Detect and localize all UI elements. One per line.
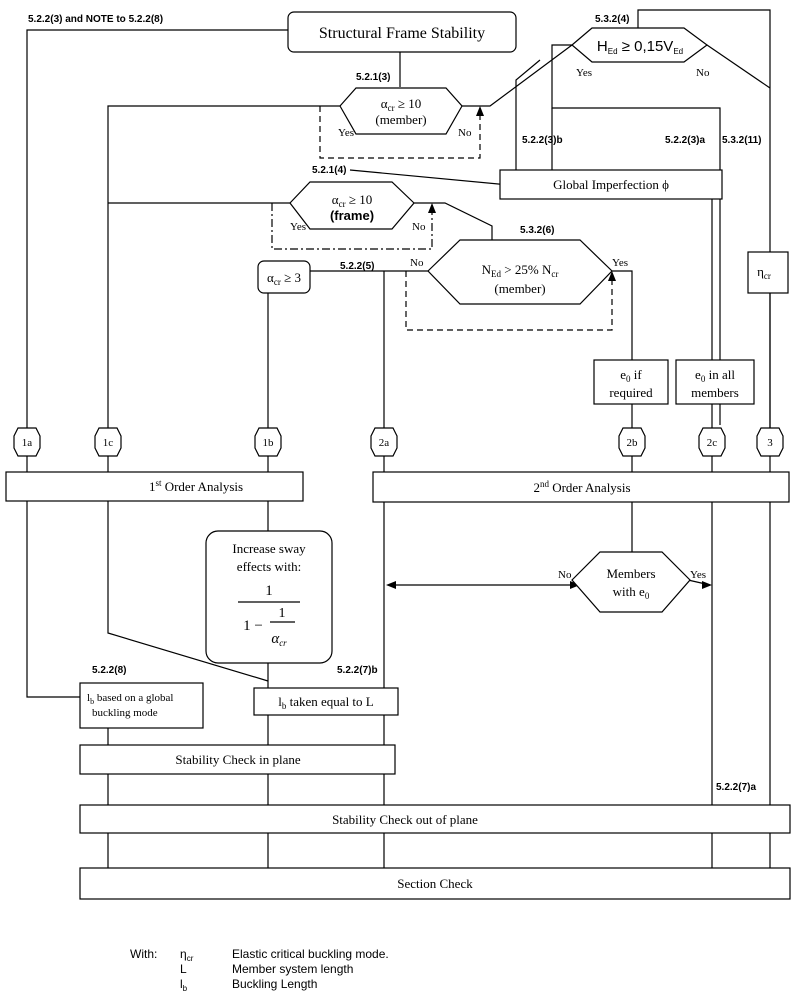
- svg-text:αcr ≥ 3: αcr ≥ 3: [267, 270, 301, 287]
- legend-desc-lb: Buckling Length: [232, 977, 317, 991]
- legend-with: With:: [130, 947, 157, 961]
- svg-text:Yes: Yes: [690, 569, 706, 581]
- stability-check-out-of-plane-box: Stability Check out of plane: [79, 804, 791, 834]
- svg-text:2nd Order Analysis: 2nd Order Analysis: [533, 479, 630, 495]
- svg-text:Stability Check in plane: Stability Check in plane: [175, 752, 301, 767]
- svg-text:(member): (member): [375, 112, 426, 127]
- e0-all-members-box: e0 in all members: [675, 359, 755, 405]
- ref-522-8: 5.2.2(8): [92, 665, 126, 676]
- svg-text:required: required: [609, 385, 653, 400]
- ref-522-3a: 5.2.2(3)a: [665, 135, 705, 146]
- e0-if-required-box: e0 if required: [593, 359, 669, 405]
- legend-desc-L: Member system length: [232, 962, 353, 976]
- svg-text:1st Order Analysis: 1st Order Analysis: [149, 478, 243, 494]
- svg-text:No: No: [558, 569, 572, 581]
- ref-521-4: 5.2.1(4): [312, 165, 346, 176]
- svg-text:Yes: Yes: [576, 67, 592, 79]
- svg-text:lb based on a global: lb based on a global: [87, 692, 174, 706]
- title-box: Structural Frame Stability: [287, 11, 517, 53]
- ref-532-6: 5.3.2(6): [520, 225, 554, 236]
- svg-text:No: No: [458, 127, 472, 139]
- decision-ned: NEd > 25% Ncr (member) No Yes: [410, 239, 628, 305]
- svg-text:with e0: with e0: [613, 584, 650, 601]
- svg-text:Increase sway: Increase sway: [232, 541, 306, 556]
- ref-top-left: 5.2.2(3) and NOTE to 5.2.2(8): [28, 14, 163, 25]
- svg-text:No: No: [696, 67, 710, 79]
- node-1a: 1a: [13, 427, 41, 457]
- svg-text:Yes: Yes: [612, 257, 628, 269]
- global-imperfection-box: Global Imperfection ϕ: [499, 169, 723, 200]
- clause-references: 5.2.2(3) and NOTE to 5.2.2(8) 5.2.1(3) 5…: [28, 14, 761, 793]
- svg-text:ηcr: ηcr: [757, 264, 771, 281]
- svg-text:2a: 2a: [379, 437, 390, 449]
- lb-equal-l-box: lb taken equal to L: [253, 687, 399, 716]
- svg-text:Section Check: Section Check: [397, 876, 473, 891]
- ref-522-7a: 5.2.2(7)a: [716, 782, 756, 793]
- feedback-loops: [271, 106, 616, 331]
- acr-3-box: αcr ≥ 3: [257, 260, 311, 294]
- svg-text:1: 1: [265, 583, 273, 599]
- svg-text:Yes: Yes: [290, 221, 306, 233]
- stability-check-in-plane-box: Stability Check in plane: [79, 744, 396, 775]
- decision-acr-frame: αcr ≥ 10 (frame) Yes No: [289, 181, 426, 233]
- node-2b: 2b: [618, 427, 646, 457]
- legend-symbol-eta: ηcr: [180, 947, 194, 963]
- svg-text:lb taken equal to L: lb taken equal to L: [278, 694, 374, 711]
- svg-text:1c: 1c: [103, 437, 114, 449]
- svg-text:(member): (member): [494, 281, 545, 296]
- decision-acr-member: αcr ≥ 10 (member) Yes No: [338, 87, 472, 139]
- svg-text:1 −: 1 −: [243, 618, 263, 634]
- svg-text:e0 if: e0 if: [620, 367, 642, 384]
- legend: With: ηcr Elastic critical buckling mode…: [130, 947, 389, 993]
- node-3: 3: [756, 427, 784, 457]
- increase-sway-box: Increase sway effects with: 1 1 − 1 αcr: [205, 530, 333, 664]
- connector-lines: [26, 9, 771, 899]
- ref-522-7b: 5.2.2(7)b: [337, 665, 378, 676]
- node-2a: 2a: [370, 427, 398, 457]
- lb-global-box: lb based on a global buckling mode: [79, 682, 204, 729]
- page-title: Structural Frame Stability: [319, 25, 485, 42]
- svg-text:Global Imperfection ϕ: Global Imperfection ϕ: [553, 177, 669, 192]
- decision-hed: HEd ≥ 0,15VEd Yes No: [571, 27, 710, 79]
- svg-text:3: 3: [767, 437, 773, 449]
- ref-532-11: 5.3.2(11): [722, 135, 761, 146]
- legend-symbol-lb: lb: [180, 977, 188, 993]
- svg-text:(frame): (frame): [330, 208, 374, 223]
- svg-text:1: 1: [279, 606, 286, 621]
- legend-desc-eta: Elastic critical buckling mode.: [232, 947, 389, 961]
- svg-text:Yes: Yes: [338, 127, 354, 139]
- svg-text:NEd > 25% Ncr: NEd > 25% Ncr: [482, 262, 559, 279]
- svg-text:HEd ≥ 0,15VEd: HEd ≥ 0,15VEd: [597, 38, 683, 56]
- svg-text:2c: 2c: [707, 437, 718, 449]
- svg-text:No: No: [412, 221, 426, 233]
- legend-symbol-L: L: [180, 962, 187, 976]
- svg-text:1a: 1a: [22, 437, 33, 449]
- svg-text:buckling mode: buckling mode: [92, 707, 158, 719]
- ref-532-4: 5.3.2(4): [595, 14, 629, 25]
- section-check-box: Section Check: [79, 867, 791, 900]
- decision-members-e0: Members with e0 No Yes: [558, 551, 706, 613]
- svg-text:αcr ≥ 10: αcr ≥ 10: [381, 96, 421, 113]
- ref-521-3: 5.2.1(3): [356, 72, 390, 83]
- svg-text:effects with:: effects with:: [237, 559, 301, 574]
- node-1b: 1b: [254, 427, 282, 457]
- svg-text:e0 in all: e0 in all: [695, 367, 735, 384]
- svg-text:Stability Check out of plane: Stability Check out of plane: [332, 812, 478, 827]
- svg-text:1b: 1b: [263, 437, 275, 449]
- second-order-analysis-box: 2nd Order Analysis: [372, 471, 790, 503]
- node-1c: 1c: [94, 427, 122, 457]
- node-2c: 2c: [698, 427, 726, 457]
- ref-522-5: 5.2.2(5): [340, 261, 374, 272]
- svg-text:No: No: [410, 257, 424, 269]
- svg-text:Members: Members: [606, 566, 655, 581]
- svg-text:2b: 2b: [627, 437, 639, 449]
- svg-text:αcr ≥ 10: αcr ≥ 10: [332, 192, 372, 209]
- svg-text:αcr: αcr: [271, 631, 287, 648]
- svg-text:members: members: [691, 385, 739, 400]
- eta-cr-box: ηcr: [747, 251, 789, 294]
- first-order-analysis-box: 1st Order Analysis: [5, 471, 304, 502]
- ref-522-3b: 5.2.2(3)b: [522, 135, 563, 146]
